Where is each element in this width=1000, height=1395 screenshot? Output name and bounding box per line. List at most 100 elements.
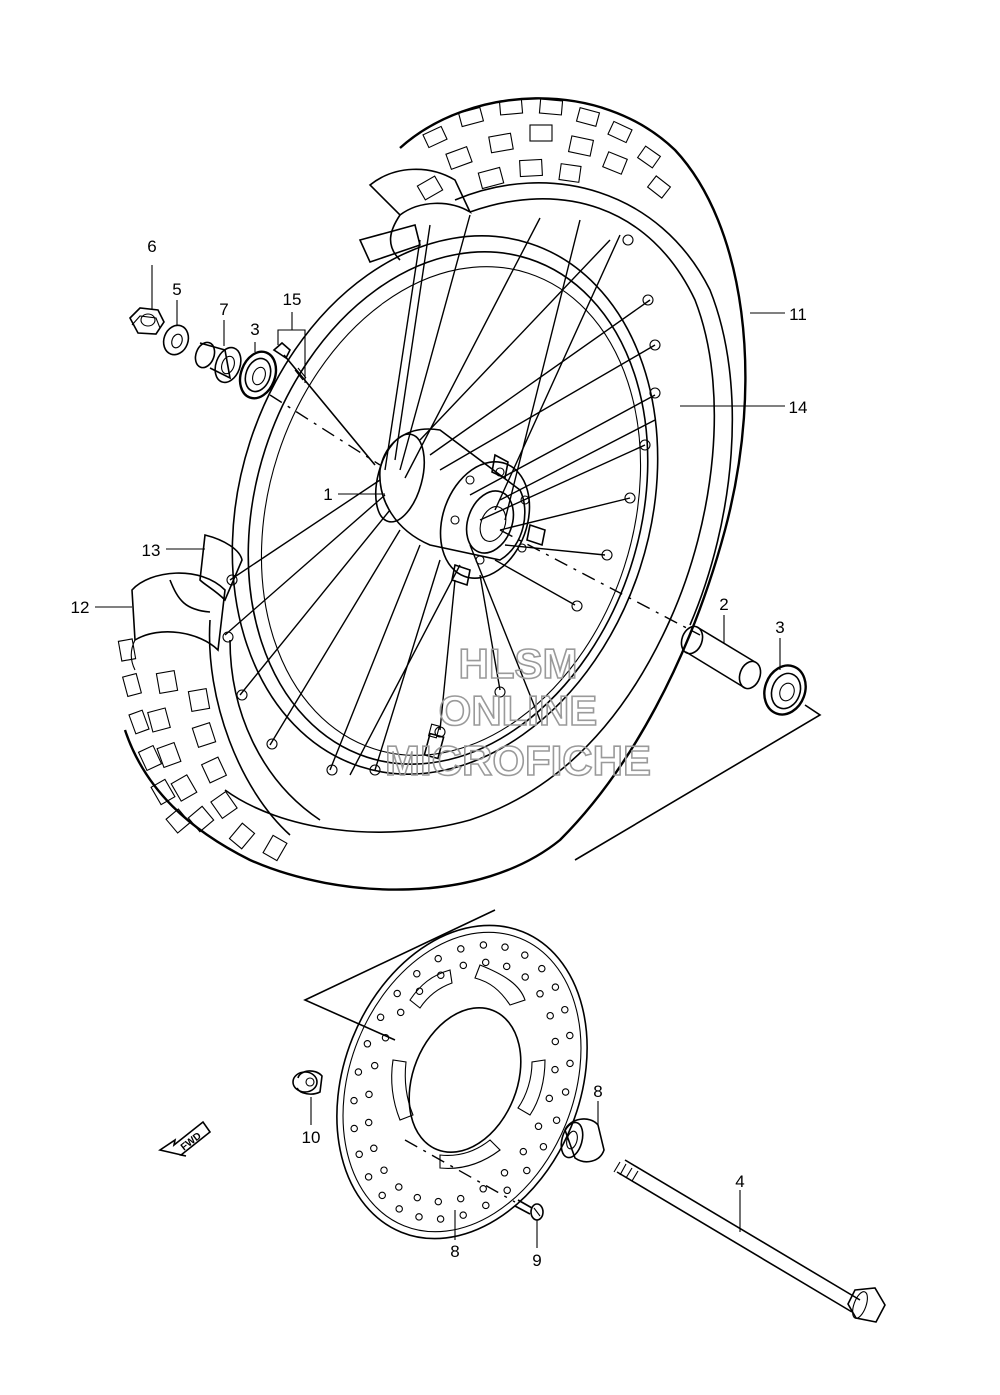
- disc-hole: [434, 1197, 443, 1206]
- disc-hole: [552, 1116, 561, 1124]
- callout-8-bolt: 8: [593, 1082, 602, 1101]
- disc-hole: [539, 1142, 548, 1151]
- disc-hole: [413, 1193, 422, 1202]
- disc-hole: [413, 969, 421, 978]
- fwd-label: FWD: [179, 1131, 204, 1154]
- hub: [374, 428, 546, 587]
- callout-3-left: 3: [250, 320, 259, 339]
- watermark: HLSM ONLINE MICROFICHE: [384, 639, 652, 785]
- disc-hole: [551, 1065, 559, 1074]
- callout-7: 7: [219, 300, 228, 319]
- disc-hole: [434, 954, 442, 963]
- tire-tread-top: [416, 98, 672, 201]
- part-7-collar: [194, 341, 242, 384]
- callout-13: 13: [142, 541, 161, 560]
- disc-hole: [350, 1096, 358, 1105]
- disc-hole: [365, 1090, 373, 1099]
- disc-hole: [523, 1166, 531, 1175]
- callout-12: 12: [71, 598, 90, 617]
- disc-hole: [500, 1169, 509, 1177]
- disc-hole: [459, 961, 468, 970]
- part-13-rim-band: [199, 534, 243, 602]
- disc-hole: [566, 1031, 574, 1040]
- callout-10: 10: [302, 1128, 321, 1147]
- watermark-line-3: MICROFICHE: [385, 737, 651, 784]
- disc-hole: [415, 1213, 423, 1221]
- callout-1: 1: [323, 485, 332, 504]
- disc-hole: [479, 941, 488, 949]
- disc-hole: [538, 964, 546, 973]
- callout-14: 14: [789, 398, 808, 417]
- fwd-direction-arrow-icon: FWD: [158, 1120, 212, 1157]
- disc-hole: [363, 1040, 372, 1048]
- disc-hole: [376, 1013, 385, 1022]
- watermark-line-2: ONLINE: [439, 687, 598, 734]
- callout-8-disc: 8: [450, 1242, 459, 1261]
- disc-hole: [370, 1144, 378, 1153]
- disc-hole: [551, 1037, 560, 1046]
- callout-4: 4: [735, 1172, 744, 1191]
- watermark-line-1: HLSM: [459, 640, 578, 687]
- part-3-bearing-right: [763, 664, 807, 716]
- disc-hole: [396, 1008, 405, 1017]
- disc-hole: [551, 983, 560, 991]
- part-2-spacer: [680, 625, 762, 690]
- disc-hole: [380, 1166, 388, 1174]
- axle-centerline-left: [269, 394, 381, 466]
- disc-hole: [436, 1215, 445, 1223]
- disc-hole: [521, 951, 529, 959]
- axle-centerline-right: [499, 529, 701, 636]
- disc-hole: [370, 1061, 379, 1070]
- disc-hole: [545, 1094, 554, 1103]
- valve-stem: [423, 723, 445, 760]
- disc-hole: [561, 1088, 570, 1096]
- part-8-brake-disc: [336, 924, 588, 1240]
- disc-hole: [395, 1205, 403, 1213]
- spoke-nipples: [222, 234, 661, 776]
- disc-hole: [378, 1191, 386, 1200]
- callout-6: 6: [147, 237, 156, 256]
- part-4-axle: [613, 1159, 886, 1323]
- disc-hole: [354, 1068, 363, 1076]
- tire-tread-left: [117, 638, 288, 862]
- disc-hole: [481, 958, 490, 967]
- part-10-collar: [292, 1070, 323, 1095]
- disc-hole: [482, 1201, 490, 1210]
- disc-hole: [479, 1185, 487, 1193]
- callout-2: 2: [719, 595, 728, 614]
- callout-15: 15: [283, 290, 302, 309]
- callout-9: 9: [532, 1251, 541, 1270]
- explode-bracket-right: [574, 704, 822, 861]
- disc-hole: [546, 1011, 554, 1020]
- disc-hole: [381, 1033, 390, 1042]
- callout-5: 5: [172, 280, 181, 299]
- disc-hole: [534, 1122, 543, 1131]
- part-8-bolt: [560, 1118, 605, 1163]
- disc-hole: [561, 1005, 569, 1014]
- disc-hole: [415, 987, 424, 995]
- callout-11: 11: [789, 305, 807, 324]
- disc-hole: [501, 943, 509, 951]
- disc-hole: [364, 1118, 373, 1127]
- part-12-tube: [130, 572, 226, 671]
- tube-cutaway-top: [358, 168, 472, 263]
- rim: [231, 235, 659, 775]
- disc-hole: [364, 1173, 373, 1181]
- disc-hole: [355, 1150, 363, 1159]
- screw-centerline: [404, 1139, 516, 1203]
- disc-hole: [393, 989, 401, 998]
- callout-leaders: [95, 265, 785, 1248]
- disc-hole: [502, 962, 511, 971]
- disc-hole: [350, 1124, 358, 1133]
- disc-hole: [566, 1059, 574, 1068]
- callout-labels: 6 5 7 3 15 1 13 12 11 14 2 3 10 8 8 9 4: [71, 237, 808, 1270]
- part-5-washer: [162, 324, 190, 356]
- disc-hole: [395, 1183, 403, 1191]
- part-15-spoke-set: [272, 341, 376, 466]
- spokes: [224, 214, 656, 776]
- part-6-nut: [129, 307, 165, 335]
- explode-bracket-left: [303, 909, 496, 1041]
- disc-hole: [437, 971, 445, 979]
